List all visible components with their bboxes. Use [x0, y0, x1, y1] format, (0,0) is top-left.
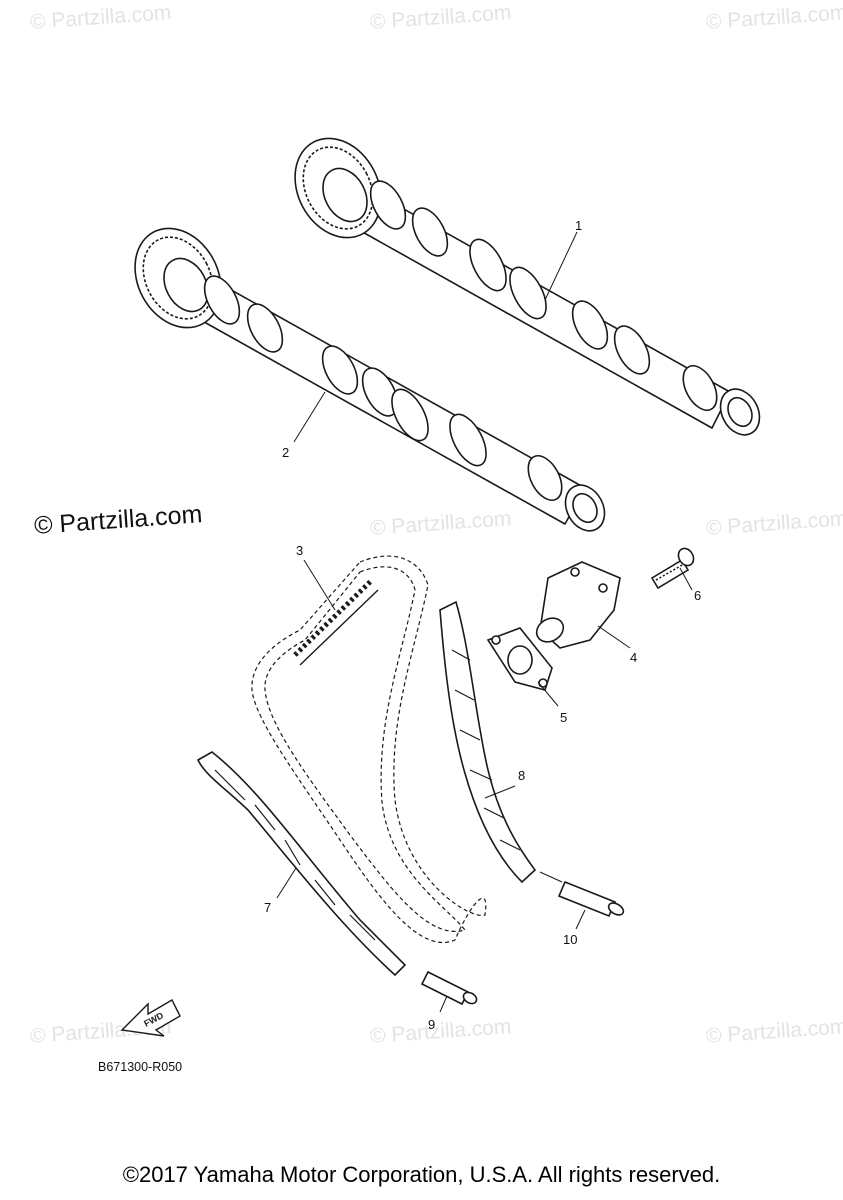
- tensioner-bolt: [650, 547, 695, 590]
- leader-8: [484, 785, 516, 799]
- leader-4: [597, 625, 631, 649]
- leader-2: [293, 391, 326, 443]
- leader-5: [537, 681, 559, 707]
- callout-6: 6: [694, 588, 702, 603]
- callout-2: 2: [282, 445, 290, 460]
- chain-guide-right: [439, 600, 537, 884]
- callout-7: 7: [264, 900, 272, 915]
- leader-10b: [539, 871, 563, 883]
- guide-pin-lower: [420, 970, 478, 1006]
- chain-guide-left: [196, 751, 407, 977]
- callout-4: 4: [630, 650, 638, 665]
- timing-chain: [251, 555, 487, 943]
- guide-pin-right: [557, 880, 625, 918]
- callout-8: 8: [518, 768, 526, 783]
- leader-7: [276, 867, 297, 899]
- callout-3: 3: [296, 543, 304, 558]
- leader-9: [439, 995, 448, 1013]
- tensioner-gasket: [486, 627, 553, 691]
- leader-6: [679, 567, 693, 591]
- callout-5: 5: [560, 710, 568, 725]
- chain-tensioner: [535, 561, 621, 649]
- callout-10: 10: [563, 932, 578, 947]
- copyright-notice: ©2017 Yamaha Motor Corporation, U.S.A. A…: [122, 1162, 721, 1187]
- callout-1: 1: [575, 218, 583, 233]
- leader-10: [575, 909, 586, 930]
- camshaft-2: [134, 227, 606, 532]
- fwd-arrow-icon: FWD: [120, 999, 181, 1037]
- camshaft-1: [294, 137, 761, 436]
- callout-9: 9: [428, 1017, 436, 1032]
- leader-1: [544, 231, 578, 301]
- leader-3: [303, 559, 336, 611]
- diagram-code: B671300-R050: [98, 1060, 183, 1074]
- leader-lines: [276, 231, 693, 1013]
